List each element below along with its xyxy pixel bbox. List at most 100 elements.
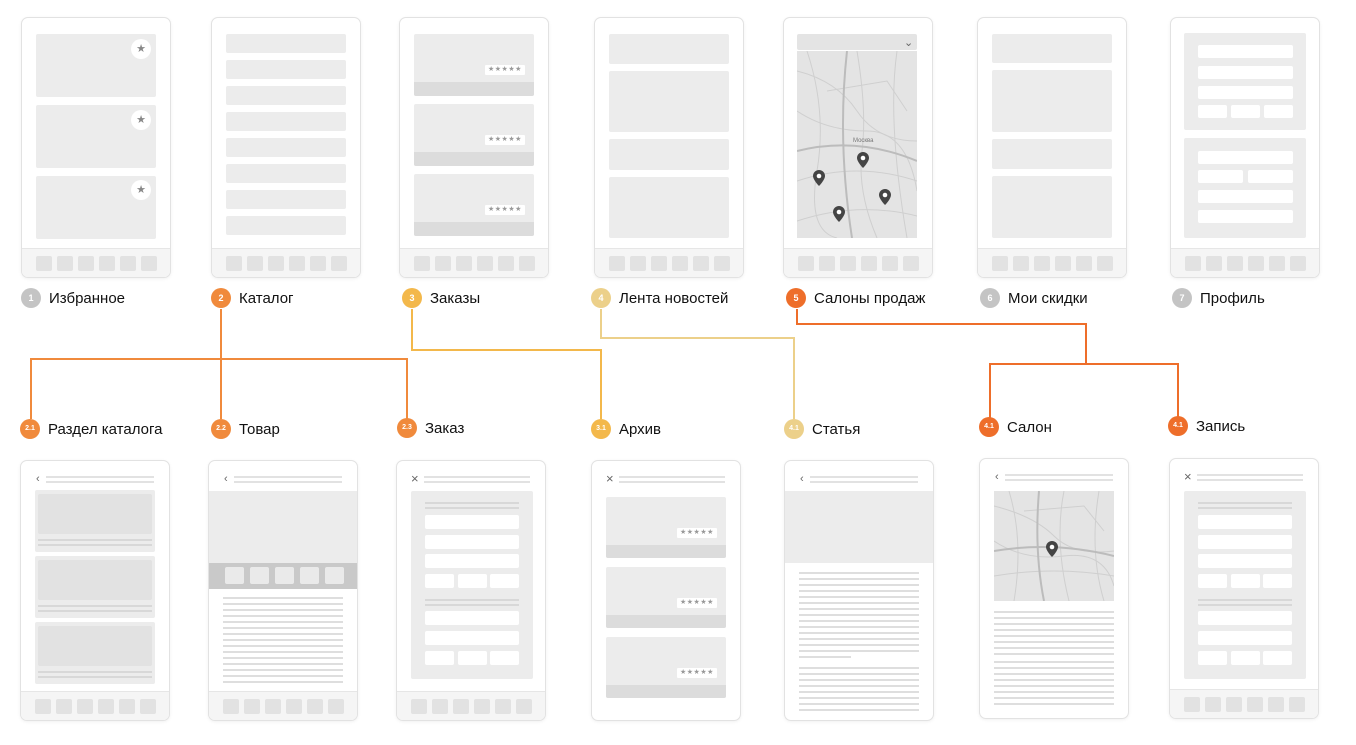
- screen-label: Архив: [619, 421, 662, 438]
- map-pin-icon[interactable]: [1046, 541, 1058, 557]
- form-field[interactable]: [1198, 651, 1227, 665]
- profile-field[interactable]: [1198, 210, 1293, 223]
- profile-field[interactable]: [1198, 190, 1293, 203]
- screen-sales-salons: ⌄ Москва: [783, 17, 933, 278]
- chevron-down-icon[interactable]: ⌄: [904, 37, 914, 49]
- salon-map[interactable]: [994, 491, 1114, 601]
- screen-label: Статья: [812, 421, 861, 438]
- form-field[interactable]: [1231, 574, 1260, 588]
- tab-bar: [21, 691, 169, 720]
- screen-number-badge: 6: [980, 288, 1000, 308]
- form-field[interactable]: [1198, 631, 1292, 645]
- form-field[interactable]: [458, 651, 487, 665]
- close-icon[interactable]: ×: [606, 471, 614, 486]
- profile-field[interactable]: [1198, 151, 1293, 164]
- profile-field[interactable]: [1264, 105, 1293, 118]
- form-field[interactable]: [425, 651, 454, 665]
- screen-catalog-section: ‹: [20, 460, 170, 721]
- form-field[interactable]: [1231, 651, 1260, 665]
- map-pin-icon[interactable]: [857, 152, 869, 168]
- back-icon[interactable]: ‹: [800, 473, 804, 485]
- star-icon[interactable]: ★: [131, 39, 151, 59]
- tab-bar: [978, 248, 1126, 277]
- star-icon[interactable]: ★: [131, 110, 151, 130]
- catalog-item: [226, 34, 346, 53]
- product-image: [209, 491, 357, 563]
- form-field[interactable]: [490, 651, 519, 665]
- screen-my-discounts: [977, 17, 1127, 278]
- form-field[interactable]: [425, 611, 519, 625]
- profile-field[interactable]: [1198, 105, 1227, 118]
- rating-stars: ★★★★★: [677, 598, 717, 608]
- salon-info-text: [994, 661, 1114, 705]
- close-icon[interactable]: ×: [411, 471, 419, 486]
- salons-map[interactable]: Москва: [797, 51, 917, 238]
- form-field[interactable]: [1198, 554, 1292, 568]
- profile-field[interactable]: [1198, 45, 1293, 58]
- map-pin-icon[interactable]: [813, 170, 825, 186]
- profile-field[interactable]: [1198, 66, 1293, 79]
- profile-field[interactable]: [1198, 86, 1293, 99]
- rating-stars: ★★★★★: [677, 528, 717, 538]
- thumbnail[interactable]: [300, 567, 319, 584]
- discount-card: [992, 139, 1112, 169]
- form-field[interactable]: [425, 535, 519, 549]
- form-field[interactable]: [425, 574, 454, 588]
- profile-field[interactable]: [1198, 170, 1243, 183]
- form-field[interactable]: [1198, 535, 1292, 549]
- form-field[interactable]: [425, 631, 519, 645]
- screen-product: ‹: [208, 460, 358, 721]
- form-field[interactable]: [1198, 611, 1292, 625]
- form-field[interactable]: [1198, 515, 1292, 529]
- form-field[interactable]: [490, 574, 519, 588]
- form-field[interactable]: [1198, 574, 1227, 588]
- screen-catalog: [211, 17, 361, 278]
- star-icon[interactable]: ★: [131, 180, 151, 200]
- profile-field[interactable]: [1248, 170, 1293, 183]
- discount-card: [992, 34, 1112, 63]
- screen-label: Салоны продаж: [814, 290, 926, 307]
- thumbnail[interactable]: [325, 567, 344, 584]
- tab-bar: [397, 691, 545, 720]
- discount-card: [992, 176, 1112, 238]
- connector-orders: [411, 309, 602, 419]
- tab-bar: [1170, 689, 1318, 718]
- product-description: [223, 597, 343, 687]
- screen-salon: ‹: [979, 458, 1129, 719]
- close-icon[interactable]: ×: [1184, 469, 1192, 484]
- screen-number-badge: 7: [1172, 288, 1192, 308]
- form-field[interactable]: [425, 515, 519, 529]
- tab-bar: [1171, 248, 1319, 277]
- thumbnail[interactable]: [275, 567, 294, 584]
- screen-number-badge: 5: [786, 288, 806, 308]
- map-pin-icon[interactable]: [833, 206, 845, 222]
- form-field[interactable]: [1263, 574, 1292, 588]
- thumbnail[interactable]: [225, 567, 244, 584]
- screen-label: Салон: [1007, 419, 1052, 436]
- map-streets: [994, 491, 1114, 601]
- screen-orders: ★★★★★ ★★★★★ ★★★★★: [399, 17, 549, 278]
- tab-bar: [22, 248, 170, 277]
- form-field[interactable]: [458, 574, 487, 588]
- form-field[interactable]: [425, 554, 519, 568]
- screen-favorites: ★ ★ ★: [21, 17, 171, 278]
- map-pin-icon[interactable]: [879, 189, 891, 205]
- form-field[interactable]: [1263, 651, 1292, 665]
- screen-label: Каталог: [239, 290, 294, 307]
- back-icon[interactable]: ‹: [36, 473, 40, 485]
- screen-order: ×: [396, 460, 546, 721]
- profile-field[interactable]: [1231, 105, 1260, 118]
- article-image: [785, 491, 933, 563]
- screen-number-badge: 1: [21, 288, 41, 308]
- catalog-item: [226, 138, 346, 157]
- back-icon[interactable]: ‹: [995, 471, 999, 483]
- screen-archive: × ★★★★★ ★★★★★ ★★★★★: [591, 460, 741, 721]
- city-select[interactable]: [797, 34, 917, 50]
- rating-stars: ★★★★★: [485, 65, 525, 75]
- thumbnail[interactable]: [250, 567, 269, 584]
- screen-number-badge: 2.3: [397, 418, 417, 438]
- screen-label: Запись: [1196, 418, 1246, 435]
- back-icon[interactable]: ‹: [224, 473, 228, 485]
- discount-card: [992, 70, 1112, 132]
- tab-bar: [784, 248, 932, 277]
